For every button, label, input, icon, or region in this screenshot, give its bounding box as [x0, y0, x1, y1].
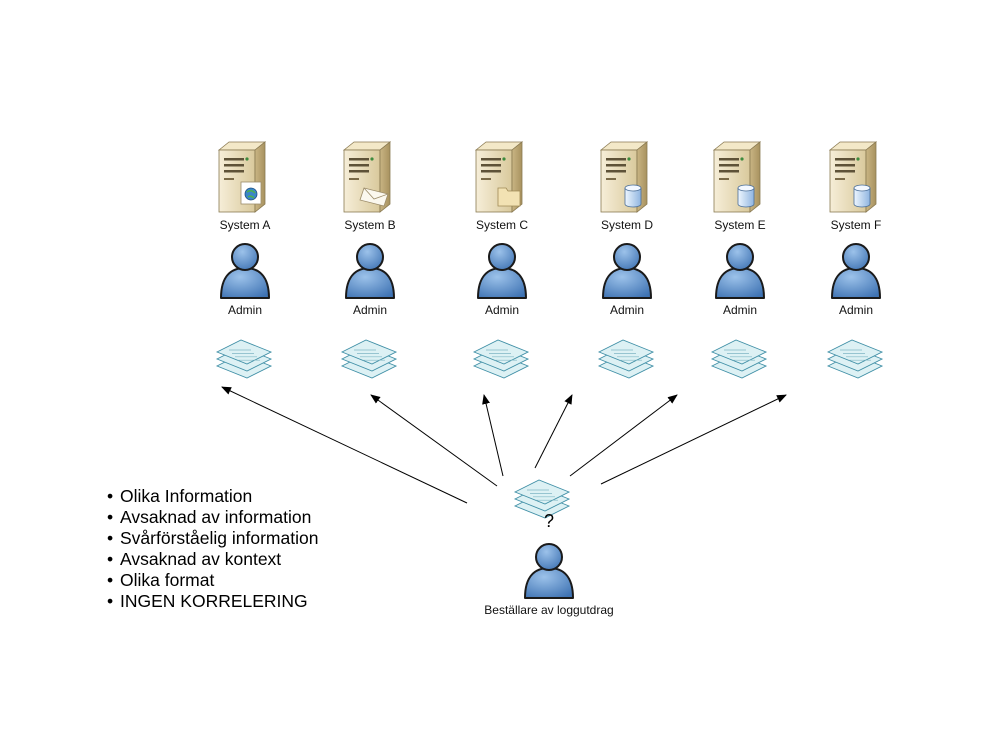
request-arrow: [600, 394, 787, 485]
system-label: System A: [220, 218, 271, 232]
system-column: System A Admin: [215, 141, 273, 379]
log-documents-icon: [597, 339, 655, 379]
admin-person-icon: [831, 243, 881, 299]
bullet-icon: •: [107, 570, 114, 590]
admin-person-icon: [220, 243, 270, 299]
server-icon: [474, 141, 524, 213]
bullet-icon: •: [107, 486, 114, 506]
system-label: System D: [601, 218, 653, 232]
log-documents-icon: [215, 339, 273, 379]
requester: ? Beställare av loggutdrag: [484, 479, 614, 617]
admin-label: Admin: [723, 303, 757, 317]
globe-icon: [244, 187, 258, 201]
bullet-icon: •: [107, 507, 114, 527]
issue-text: Avsaknad av information: [120, 507, 312, 527]
requested-logs-icon: [513, 479, 571, 519]
issue-text: INGEN KORRELERING: [120, 591, 308, 611]
issue-text: Olika format: [120, 570, 215, 590]
system-column: System F Admin: [826, 141, 884, 379]
log-documents-icon: [710, 339, 768, 379]
system-label: System E: [714, 218, 765, 232]
issue-item: • INGEN KORRELERING: [107, 591, 318, 612]
admin-label: Admin: [353, 303, 387, 317]
admin-person-icon: [715, 243, 765, 299]
issue-item: • Avsaknad av kontext: [107, 549, 318, 570]
server-icon: [599, 141, 649, 213]
request-arrow: [221, 386, 468, 504]
database-icon: [624, 184, 642, 208]
requester-person-icon: [524, 543, 574, 599]
request-arrow: [482, 394, 504, 477]
admin-label: Admin: [228, 303, 262, 317]
issue-text: Avsaknad av kontext: [120, 549, 282, 569]
server-icon: [217, 141, 267, 213]
admin-person-icon: [602, 243, 652, 299]
folder-icon: [497, 187, 521, 207]
envelope-icon: [359, 187, 389, 207]
admin-label: Admin: [839, 303, 873, 317]
admin-label: Admin: [610, 303, 644, 317]
bullet-icon: •: [107, 591, 114, 611]
log-documents-icon: [340, 339, 398, 379]
system-label: System F: [831, 218, 882, 232]
system-column: System D Admin: [597, 141, 655, 379]
admin-label: Admin: [485, 303, 519, 317]
log-documents-icon: [826, 339, 884, 379]
system-column: System B Admin: [340, 141, 398, 379]
system-column: System E Admin: [710, 141, 768, 379]
admin-person-icon: [477, 243, 527, 299]
issue-item: • Svårförståelig information: [107, 528, 318, 549]
server-icon: [712, 141, 762, 213]
issue-item: • Avsaknad av information: [107, 507, 318, 528]
bullet-icon: •: [107, 549, 114, 569]
bullet-icon: •: [107, 528, 114, 548]
system-label: System C: [476, 218, 528, 232]
server-icon: [342, 141, 392, 213]
issue-list: • Olika Information • Avsaknad av informati…: [107, 486, 318, 612]
server-icon: [828, 141, 878, 213]
issue-text: Svårförståelig information: [120, 528, 319, 548]
request-arrow: [534, 394, 573, 469]
issue-item: • Olika Information: [107, 486, 318, 507]
admin-person-icon: [345, 243, 395, 299]
system-column: System C Admin: [472, 141, 530, 379]
question-mark: ?: [544, 511, 554, 531]
database-icon: [737, 184, 755, 208]
request-arrow: [370, 394, 498, 487]
issue-text: Olika Information: [120, 486, 253, 506]
issue-item: • Olika format: [107, 570, 318, 591]
log-documents-icon: [472, 339, 530, 379]
request-arrow: [569, 394, 678, 477]
system-label: System B: [344, 218, 395, 232]
database-icon: [853, 184, 871, 208]
requester-label: Beställare av loggutdrag: [484, 603, 613, 617]
